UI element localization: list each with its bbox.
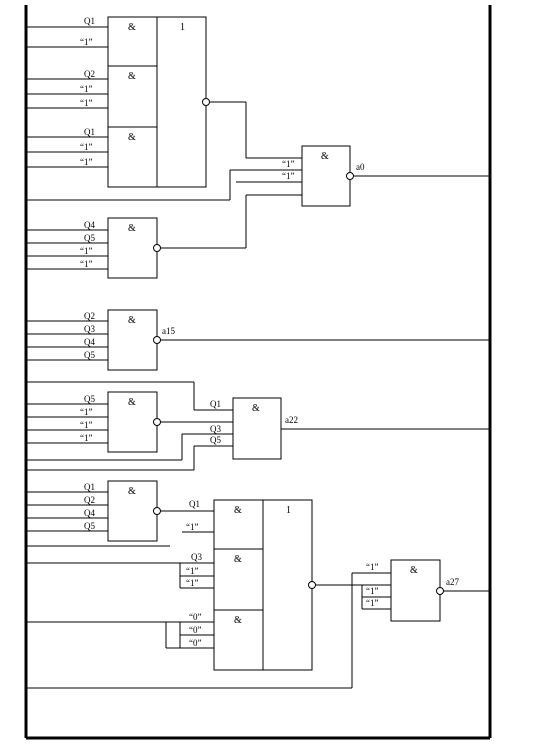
and-gate-output-a27 <box>390 559 441 622</box>
input-label: Q5 <box>84 233 95 243</box>
and-gate-output-a22 <box>232 397 282 460</box>
output-label-a15: a15 <box>162 326 175 336</box>
input-label: “1” <box>186 522 199 532</box>
input-label: “1” <box>186 566 199 576</box>
input-label: Q3 <box>210 424 221 434</box>
inverter-bubble <box>153 418 161 426</box>
input-label: “1” <box>366 562 379 572</box>
and-symbol: & <box>234 615 242 626</box>
input-label: “0” <box>189 612 202 622</box>
inverter-bubble <box>153 244 161 252</box>
input-label: Q3 <box>84 324 95 334</box>
input-label: Q2 <box>84 311 95 321</box>
input-label: Q5 <box>84 350 95 360</box>
output-label-a27: a27 <box>446 577 459 587</box>
or-symbol: 1 <box>180 22 185 33</box>
input-label: “1” <box>80 433 93 443</box>
gate-group-a22: & Q5 “1” “1” “1” Q1 Q3 Q5 & a22 <box>26 381 490 471</box>
input-label: Q1 <box>189 499 200 509</box>
and-gate-output-a0 <box>301 145 351 207</box>
inverter-bubble <box>308 581 316 589</box>
and-symbol: & <box>128 486 136 497</box>
input-label: Q2 <box>84 69 95 79</box>
input-label: “0” <box>189 638 202 648</box>
input-label: Q1 <box>84 482 95 492</box>
input-label: Q2 <box>84 495 95 505</box>
input-label: “1” <box>80 157 93 167</box>
inverter-bubble <box>436 587 444 595</box>
gate-group-a15: & Q2 Q3 Q4 Q5 a15 <box>26 309 490 371</box>
and-symbol: & <box>128 315 136 326</box>
input-label: Q4 <box>84 508 95 518</box>
input-label: Q5 <box>210 435 221 445</box>
input-label: “1” <box>366 598 379 608</box>
input-label: “1” <box>366 586 379 596</box>
input-label: “1” <box>282 171 295 181</box>
inverter-bubble <box>202 98 210 106</box>
and-gate-a15 <box>107 309 158 371</box>
input-label: Q4 <box>84 220 95 230</box>
and-gate-small-1 <box>107 217 158 279</box>
and-symbol: & <box>128 223 136 234</box>
and-symbol: & <box>234 554 242 565</box>
input-label: “1” <box>80 37 93 47</box>
input-label: “1” <box>80 84 93 94</box>
and-gate-small-3 <box>107 480 158 542</box>
input-label: Q1 <box>210 399 221 409</box>
input-label: Q1 <box>84 16 95 26</box>
input-label: “1” <box>282 159 295 169</box>
and-symbol: & <box>410 565 418 576</box>
input-label: Q1 <box>84 127 95 137</box>
input-label: “1” <box>80 98 93 108</box>
input-label: “1” <box>80 407 93 417</box>
input-label: “1” <box>186 578 199 588</box>
input-label: Q5 <box>84 394 95 404</box>
and-symbol: & <box>128 397 136 408</box>
inverter-bubble <box>153 336 161 344</box>
input-label: Q5 <box>84 521 95 531</box>
and-symbol: & <box>128 22 136 33</box>
and-symbol: & <box>321 151 329 162</box>
input-label: Q4 <box>84 337 95 347</box>
output-label-a0: a0 <box>356 162 365 172</box>
input-label: “1” <box>80 420 93 430</box>
gate-group-a0: & & & 1 Q1 “1” Q2 “1” “1” Q1 “1” “1” & Q… <box>26 16 490 279</box>
input-label: “1” <box>80 246 93 256</box>
input-label: “1” <box>80 142 93 152</box>
inverter-bubble <box>153 507 161 515</box>
or-symbol: 1 <box>286 505 291 516</box>
and-symbol: & <box>234 505 242 516</box>
gate-group-a27: & Q1 Q2 Q4 Q5 Q1 & & & 1 “1” Q3 “1” “1” <box>26 480 490 689</box>
input-label: Q3 <box>191 552 202 562</box>
input-label: “0” <box>189 625 202 635</box>
inverter-bubble <box>346 172 354 180</box>
and-symbol: & <box>128 132 136 143</box>
output-label-a22: a22 <box>285 415 298 425</box>
input-label: “1” <box>80 259 93 269</box>
and-gate-small-2 <box>107 391 158 453</box>
and-symbol: & <box>128 71 136 82</box>
and-symbol: & <box>252 403 260 414</box>
